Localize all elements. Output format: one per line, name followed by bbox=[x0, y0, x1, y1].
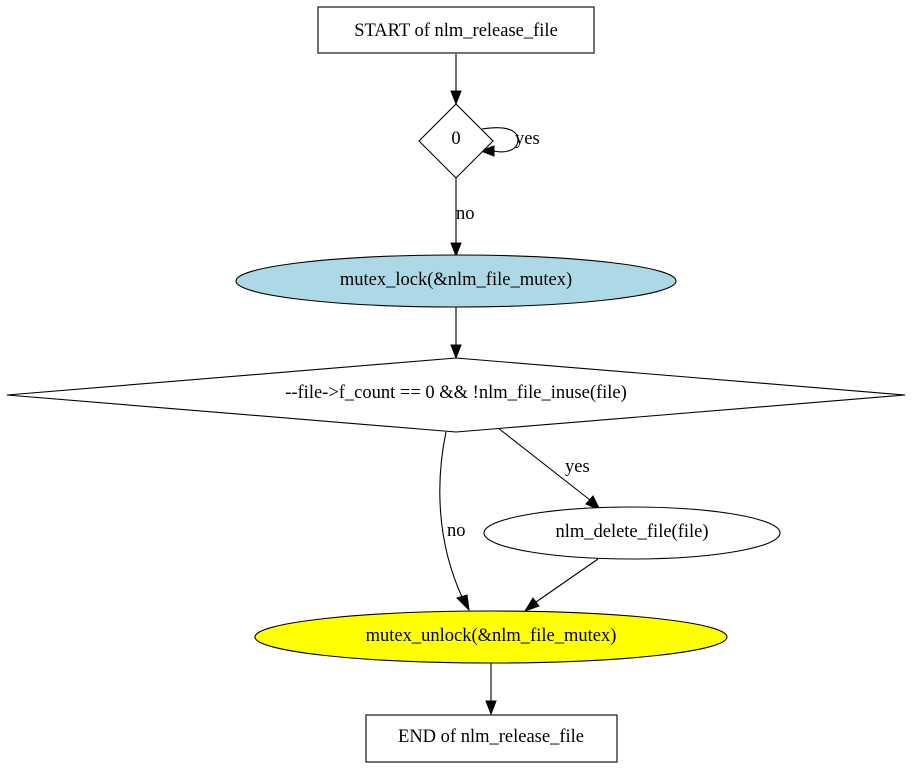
edge-line bbox=[481, 127, 519, 153]
node-end: END of nlm_release_file bbox=[365, 714, 618, 763]
arrowhead bbox=[450, 242, 462, 258]
node-cond-zero: 0 bbox=[418, 103, 494, 179]
node-ellipse bbox=[254, 610, 728, 664]
edge-line bbox=[439, 431, 463, 598]
arrowhead bbox=[585, 495, 602, 511]
node-ellipse bbox=[235, 254, 677, 308]
node-ellipse bbox=[483, 506, 781, 560]
node-box bbox=[365, 714, 618, 763]
edge-label-no: no bbox=[456, 204, 475, 224]
node-label: nlm_delete_file(file) bbox=[555, 522, 708, 542]
node-box bbox=[317, 6, 595, 54]
arrowhead bbox=[456, 594, 470, 612]
edge-cond-zero-to-lock: no bbox=[450, 177, 475, 258]
arrowhead bbox=[450, 344, 462, 360]
edge-line bbox=[535, 558, 599, 603]
edge-label-no: no bbox=[447, 521, 466, 541]
node-start: START of nlm_release_file bbox=[317, 6, 595, 54]
edge-label-yes: yes bbox=[515, 129, 540, 149]
arrowhead bbox=[479, 145, 495, 157]
arrowhead bbox=[485, 700, 497, 716]
edge-lock-to-cond-count bbox=[450, 307, 462, 360]
node-diamond bbox=[418, 103, 494, 179]
edge-line bbox=[497, 427, 591, 501]
node-mutex-lock: mutex_lock(&nlm_file_mutex) bbox=[235, 254, 677, 308]
edge-label-yes: yes bbox=[565, 457, 590, 477]
node-label: mutex_unlock(&nlm_file_mutex) bbox=[366, 626, 617, 646]
node-label: mutex_lock(&nlm_file_mutex) bbox=[340, 270, 572, 290]
node-delete-file: nlm_delete_file(file) bbox=[483, 506, 781, 560]
arrowhead bbox=[523, 597, 540, 612]
edge-cond-zero-loop: yes bbox=[479, 127, 540, 157]
edge-unlock-to-end bbox=[485, 663, 497, 716]
node-cond-count: --file->f_count == 0 && !nlm_file_inuse(… bbox=[6, 357, 906, 433]
edge-cond-count-to-delete: yes bbox=[497, 427, 602, 511]
node-label: --file->f_count == 0 && !nlm_file_inuse(… bbox=[285, 383, 627, 403]
node-diamond bbox=[6, 357, 906, 433]
arrowhead bbox=[450, 90, 462, 106]
edge-cond-count-to-unlock: no bbox=[439, 431, 470, 612]
node-label: END of nlm_release_file bbox=[398, 727, 584, 747]
node-mutex-unlock: mutex_unlock(&nlm_file_mutex) bbox=[254, 610, 728, 664]
node-label: 0 bbox=[451, 129, 460, 149]
node-label: START of nlm_release_file bbox=[354, 21, 558, 41]
edge-start-to-cond-zero bbox=[450, 54, 462, 106]
edge-delete-to-unlock bbox=[523, 558, 599, 612]
